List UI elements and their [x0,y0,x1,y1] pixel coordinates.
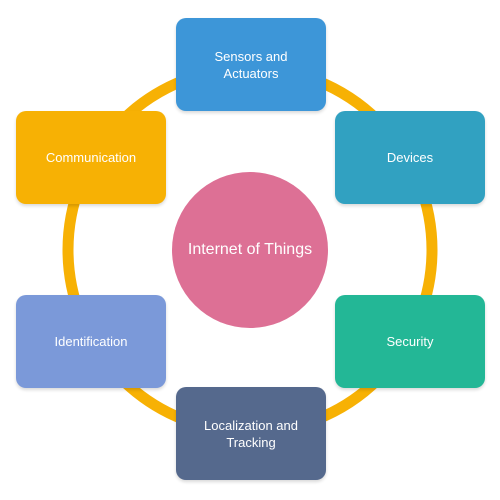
node-sensors-and-actuators: Sensors and Actuators [176,18,326,111]
center-hub-internet-of-things: Internet of Things [172,172,328,328]
node-localization-and-tracking: Localization and Tracking [176,387,326,480]
node-security: Security [335,295,485,388]
node-devices: Devices [335,111,485,204]
node-identification: Identification [16,295,166,388]
node-communication: Communication [16,111,166,204]
